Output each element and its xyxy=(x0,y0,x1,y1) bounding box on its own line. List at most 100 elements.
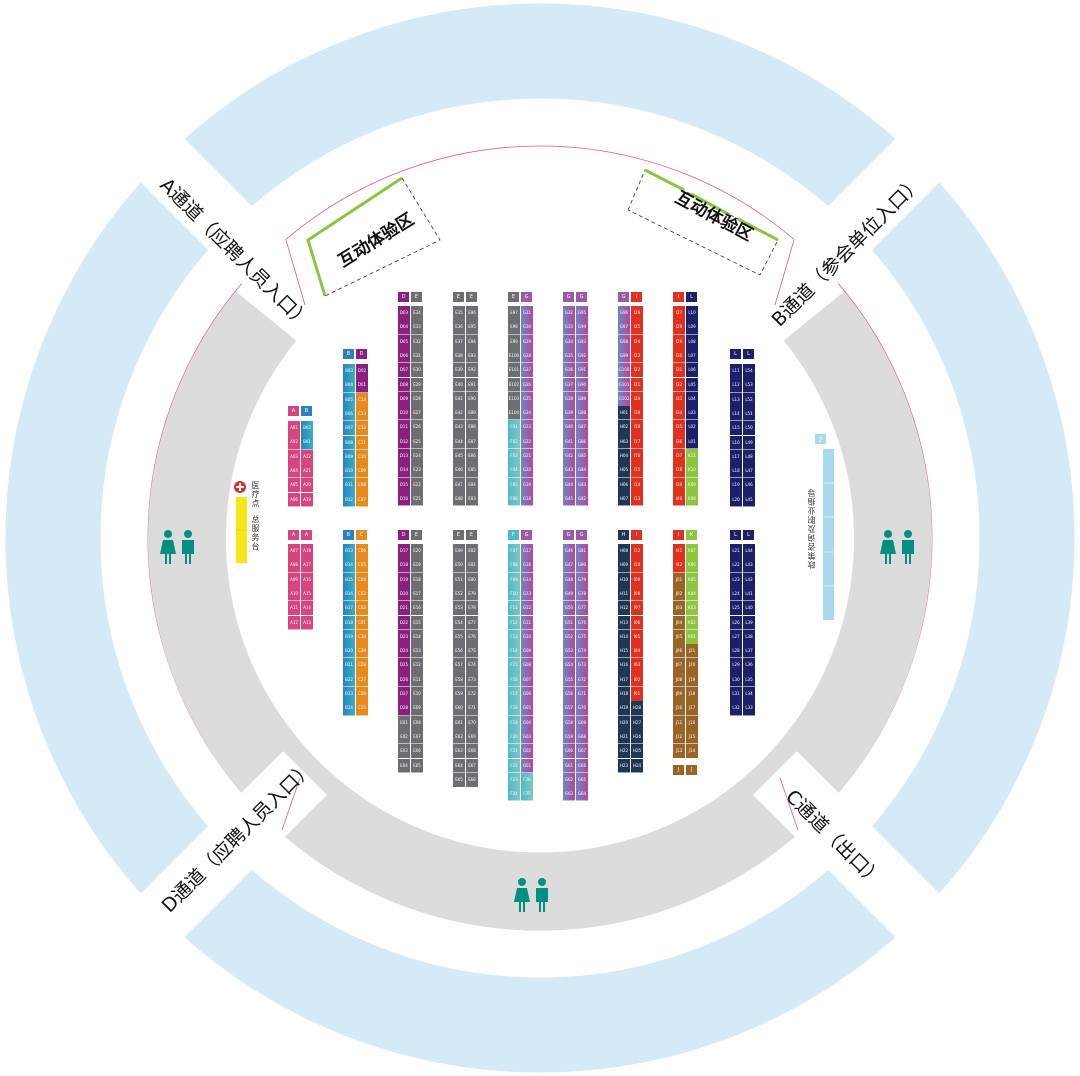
booth-cell[interactable]: B19 xyxy=(343,629,355,645)
booth-cell[interactable]: G24 xyxy=(521,406,533,421)
booth-cell[interactable]: E52 xyxy=(453,586,465,602)
booth-cell[interactable]: H05 xyxy=(618,463,630,478)
booth-cell[interactable]: C13 xyxy=(356,406,368,422)
booth-cell[interactable]: J16 xyxy=(686,715,698,730)
booth-cell[interactable]: C30 xyxy=(356,629,368,645)
booth-cell[interactable]: C03 xyxy=(356,586,368,602)
booth-cell[interactable]: E16 xyxy=(411,601,423,616)
booth-cell[interactable]: I36 xyxy=(673,434,685,449)
booth-cell[interactable]: J10 xyxy=(673,701,685,716)
booth-cell[interactable]: E07 xyxy=(411,729,423,745)
booth-cell[interactable]: B05 xyxy=(343,392,355,407)
booth-cell[interactable]: I41 xyxy=(673,544,685,559)
booth-cell[interactable]: G84 xyxy=(576,463,588,478)
booth-cell[interactable]: K02 xyxy=(686,615,698,630)
booth-cell[interactable]: L10 xyxy=(686,306,698,321)
booth-cell[interactable]: E90 xyxy=(466,391,478,407)
booth-cell[interactable]: G88 xyxy=(576,406,588,421)
booth-cell[interactable]: G89 xyxy=(576,391,588,407)
booth-cell[interactable]: A14 xyxy=(301,601,313,616)
booth-cell[interactable]: C05 xyxy=(356,558,368,573)
booth-cell[interactable]: L12 xyxy=(730,378,742,393)
booth-cell[interactable]: I40 xyxy=(673,491,685,507)
booth-cell[interactable]: L32 xyxy=(730,701,742,716)
booth-cell[interactable]: F07 xyxy=(508,544,520,559)
booth-cell[interactable]: G66 xyxy=(576,758,588,773)
booth-cell[interactable]: G44 xyxy=(563,477,575,492)
booth-cell[interactable]: E88 xyxy=(466,420,478,435)
booth-cell[interactable]: G27 xyxy=(521,363,533,378)
booth-cell[interactable]: E17 xyxy=(411,586,423,602)
booth-cell[interactable]: F15 xyxy=(508,658,520,673)
booth-cell[interactable]: L16 xyxy=(730,435,742,450)
booth-cell[interactable]: C04 xyxy=(356,572,368,587)
booth-cell[interactable]: I16 xyxy=(631,449,643,464)
booth-cell[interactable]: K10 xyxy=(686,463,698,478)
booth-cell[interactable]: G60 xyxy=(563,744,575,759)
booth-cell[interactable]: H20 xyxy=(618,715,630,730)
booth-cell[interactable]: A03 xyxy=(288,449,300,464)
booth-cell[interactable]: H04 xyxy=(618,449,630,464)
booth-cell[interactable]: E77 xyxy=(466,615,478,630)
booth-cell[interactable]: F21 xyxy=(508,744,520,759)
booth-cell[interactable]: L14 xyxy=(730,406,742,422)
booth-cell[interactable]: E45 xyxy=(453,449,465,464)
booth-cell[interactable]: D03 xyxy=(398,306,410,321)
booth-cell[interactable]: E48 xyxy=(453,491,465,507)
booth-cell[interactable]: E53 xyxy=(453,601,465,616)
booth-cell[interactable]: I23 xyxy=(631,348,643,364)
booth-cell[interactable]: H02 xyxy=(618,420,630,435)
booth-cell[interactable]: L39 xyxy=(743,615,755,630)
booth-cell[interactable]: E42 xyxy=(453,406,465,421)
booth-cell[interactable]: L30 xyxy=(730,672,742,687)
booth-cell[interactable]: L42 xyxy=(743,572,755,587)
booth-cell[interactable]: J03 xyxy=(673,601,685,616)
booth-cell[interactable]: E97 xyxy=(508,306,520,321)
booth-cell[interactable]: E100 xyxy=(508,348,520,364)
booth-cell[interactable]: E46 xyxy=(453,463,465,478)
booth-cell[interactable]: J06 xyxy=(673,644,685,659)
booth-cell[interactable]: H17 xyxy=(618,672,630,687)
booth-cell[interactable]: F25 xyxy=(521,787,533,802)
booth-cell[interactable]: H23 xyxy=(618,758,630,773)
booth-cell[interactable]: E24 xyxy=(411,449,423,464)
booth-cell[interactable]: A07 xyxy=(288,544,300,559)
booth-cell[interactable]: G99 xyxy=(618,348,630,364)
booth-cell[interactable]: B04 xyxy=(343,378,355,393)
booth-cell[interactable]: I09 xyxy=(631,572,643,587)
booth-cell[interactable]: I19 xyxy=(631,406,643,421)
booth-cell[interactable]: B14 xyxy=(343,558,355,573)
booth-cell[interactable]: L24 xyxy=(730,586,742,602)
booth-cell[interactable]: G52 xyxy=(563,629,575,645)
booth-cell[interactable]: H19 xyxy=(618,701,630,716)
booth-cell[interactable]: L37 xyxy=(743,644,755,659)
booth-cell[interactable]: H09 xyxy=(618,558,630,573)
booth-cell[interactable]: E12 xyxy=(411,658,423,673)
booth-cell[interactable]: D08 xyxy=(398,377,410,392)
booth-cell[interactable]: G83 xyxy=(576,477,588,492)
booth-cell[interactable]: B16 xyxy=(343,586,355,602)
booth-cell[interactable]: E61 xyxy=(453,715,465,730)
booth-cell[interactable]: C10 xyxy=(356,449,368,465)
booth-cell[interactable]: I05 xyxy=(631,629,643,645)
booth-cell[interactable]: G35 xyxy=(563,348,575,364)
booth-cell[interactable]: I06 xyxy=(631,615,643,630)
booth-cell[interactable]: G26 xyxy=(521,377,533,392)
booth-cell[interactable]: A11 xyxy=(288,601,300,616)
booth-cell[interactable]: G55 xyxy=(563,672,575,687)
booth-cell[interactable]: F12 xyxy=(508,615,520,630)
booth-cell[interactable]: I29 xyxy=(673,334,685,349)
booth-cell[interactable]: E60 xyxy=(453,701,465,716)
booth-cell[interactable]: G63 xyxy=(563,787,575,802)
booth-cell[interactable]: G23 xyxy=(521,420,533,435)
booth-cell[interactable]: G30 xyxy=(521,320,533,335)
booth-cell[interactable]: H10 xyxy=(618,572,630,587)
booth-cell[interactable]: I37 xyxy=(673,449,685,464)
booth-cell[interactable]: L33 xyxy=(743,701,755,716)
booth-cell[interactable]: C25 xyxy=(356,701,368,716)
booth-cell[interactable]: I27 xyxy=(673,306,685,321)
booth-cell[interactable]: L41 xyxy=(743,586,755,602)
booth-cell[interactable]: G45 xyxy=(563,491,575,507)
booth-cell[interactable]: E59 xyxy=(453,687,465,702)
booth-cell[interactable]: L35 xyxy=(743,672,755,687)
